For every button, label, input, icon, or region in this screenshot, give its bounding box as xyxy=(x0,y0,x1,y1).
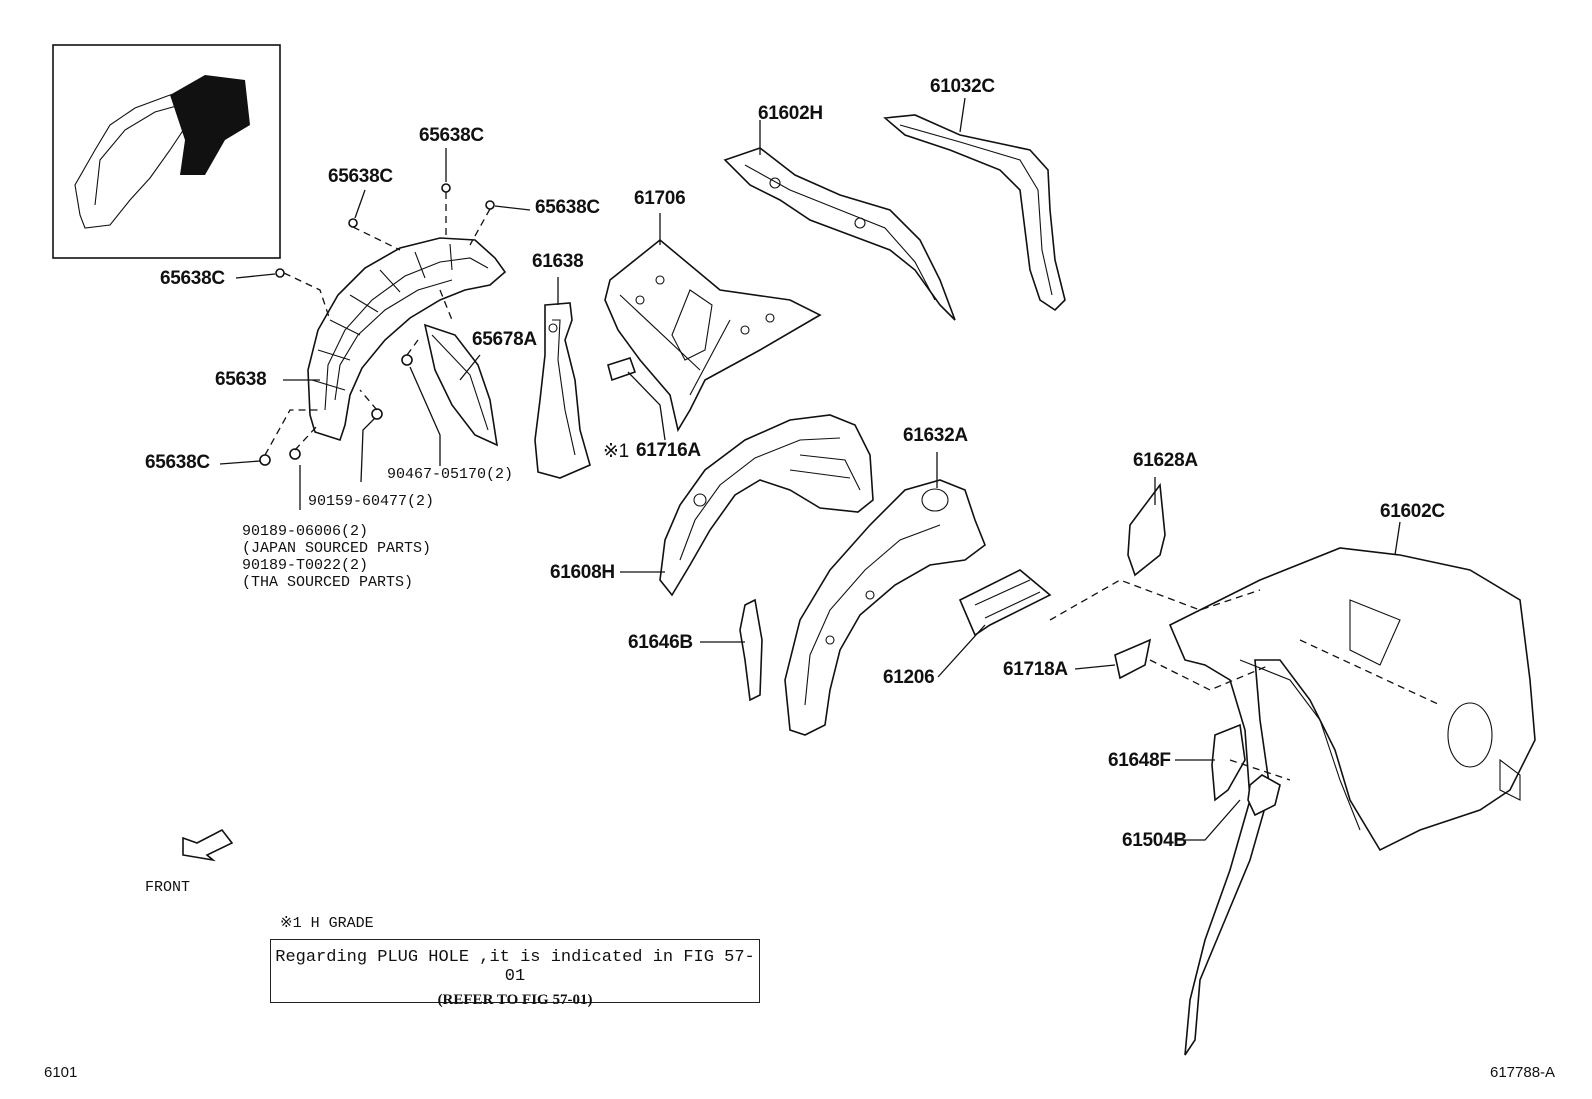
label-90467-05170: 90467-05170(2) xyxy=(387,466,514,483)
label-65638C-a: 65638C xyxy=(328,166,393,187)
label-61648F: 61648F xyxy=(1108,750,1171,771)
quarter-panel-61602C xyxy=(1168,547,1536,1056)
page-code: 6101 xyxy=(44,1064,78,1081)
fastener-note-line1: 90189-06006(2) xyxy=(242,523,369,540)
label-65638C-d: 65638C xyxy=(145,452,210,473)
label-65638C-b: 65638C xyxy=(535,197,600,218)
reinforcement-61602H xyxy=(723,147,956,321)
figure-code: 617788-A xyxy=(1490,1064,1556,1081)
label-61716A: 61716A xyxy=(636,440,701,461)
label-65638C-c: 65638C xyxy=(160,268,225,289)
fastener-note: 90189-06006(2) (JAPAN SOURCED PARTS) 901… xyxy=(242,523,431,591)
label-90159-60477: 90159-60477(2) xyxy=(308,493,435,510)
label-61638: 61638 xyxy=(532,251,584,272)
fastener-note-line2: (JAPAN SOURCED PARTS) xyxy=(242,540,432,557)
label-61608H: 61608H xyxy=(550,562,615,583)
label-61602C: 61602C xyxy=(1380,501,1445,522)
label-61206: 61206 xyxy=(883,667,935,688)
label-65638: 65638 xyxy=(215,369,267,390)
plug-hole-note-line1: Regarding PLUG HOLE ,it is indicated in … xyxy=(275,948,755,986)
splash-shield-65678A xyxy=(423,323,499,447)
front-label: FRONT xyxy=(145,879,191,896)
label-61032C: 61032C xyxy=(930,76,995,97)
panel-61706 xyxy=(604,238,822,433)
plug-hole-note-line2[interactable]: (REFER TO FIG 57-01) xyxy=(437,992,593,1008)
bracket-61716A xyxy=(607,357,637,382)
wheelhouse-61608H xyxy=(659,414,874,597)
label-61716A-mark: ※1 xyxy=(603,441,629,462)
wheelhouse-61632A xyxy=(784,479,986,736)
clips xyxy=(259,183,495,466)
bracket-61648F xyxy=(1211,723,1246,802)
plate-61718A xyxy=(1114,638,1152,680)
fender-liner-65638 xyxy=(307,237,507,442)
label-65678A: 65678A xyxy=(472,329,537,350)
fastener-note-line3: 90189-T0022(2) xyxy=(242,557,369,574)
label-61504B: 61504B xyxy=(1122,830,1187,851)
bracket-61206 xyxy=(958,569,1052,637)
bracket-61628A xyxy=(1127,482,1166,577)
inset-locator xyxy=(52,44,281,259)
label-65638C-top: 65638C xyxy=(419,125,484,146)
label-61706: 61706 xyxy=(634,188,686,209)
label-61646B: 61646B xyxy=(628,632,693,653)
assembly-lines xyxy=(264,192,1441,781)
plug-hole-note: Regarding PLUG HOLE ,it is indicated in … xyxy=(270,939,760,1008)
bracket-61504B xyxy=(1247,774,1281,817)
bracket-61646B xyxy=(739,598,763,702)
fastener-note-line4: (THA SOURCED PARTS) xyxy=(242,574,414,591)
label-61602H: 61602H xyxy=(758,103,823,124)
grade-note: ※1 H GRADE xyxy=(280,915,374,932)
leader-lines xyxy=(219,97,1401,841)
label-61718A: 61718A xyxy=(1003,659,1068,680)
label-61628A: 61628A xyxy=(1133,450,1198,471)
front-arrow-icon xyxy=(182,828,234,862)
pillar-61638 xyxy=(534,302,591,479)
label-61632A: 61632A xyxy=(903,425,968,446)
rail-61032C xyxy=(883,114,1066,312)
